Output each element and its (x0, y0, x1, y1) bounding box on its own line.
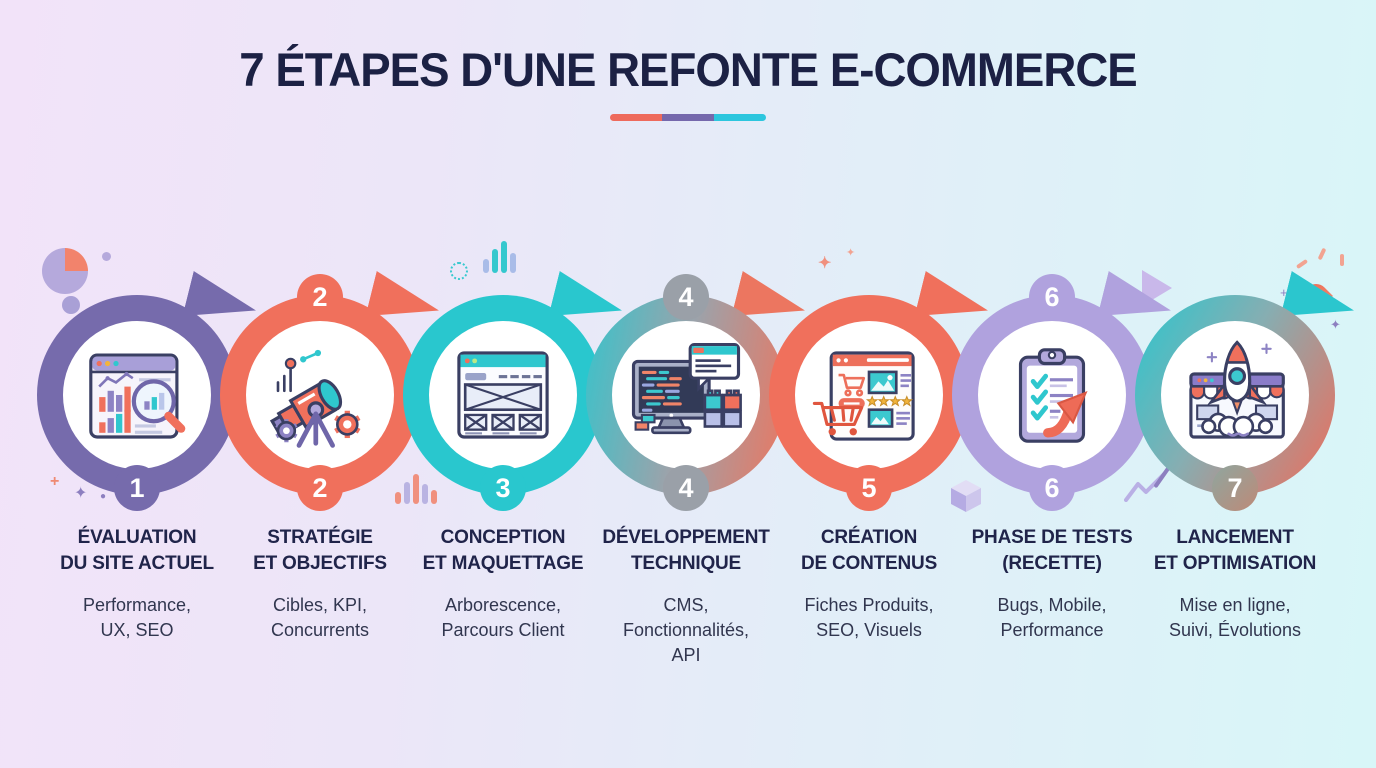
comet-dash-decoration (1340, 254, 1344, 266)
comet-dash-decoration (1317, 247, 1327, 261)
step-icon-area (429, 321, 577, 469)
title-underline (610, 114, 766, 121)
cube-decoration (951, 480, 981, 512)
step-3-subtitle: Arborescence,Parcours Client (441, 595, 565, 640)
page-title: 7 ÉTAPES D'UNE REFONTE E-COMMERCE (239, 43, 1137, 96)
step-3-circle: 3 (403, 295, 603, 511)
comet-dash-decoration (1295, 258, 1309, 270)
step-icon-area (795, 321, 943, 469)
mini-bar-chart-decoration (395, 474, 437, 504)
step-1-subtitle: Performance,UX, SEO (82, 595, 192, 640)
step-6-circle: 6 6 (952, 295, 1152, 511)
step-number-badge: 6 (1029, 274, 1075, 320)
sparkle-decoration: ✦ (1330, 317, 1341, 332)
step-number-badge: 4 (663, 465, 709, 511)
step-icon-area (246, 321, 394, 469)
step-number-badge: 4 (663, 274, 709, 320)
telescope-strategy-icon (269, 349, 361, 448)
step-number-badge: 2 (297, 274, 343, 320)
mini-bar-chart-decoration (483, 241, 516, 273)
step-4-subtitle: CMS,Fonctionnalités,API (622, 595, 750, 665)
sparkle-decoration: ● (100, 491, 107, 502)
step-number-badge: 7 (1212, 465, 1258, 511)
step-2-circle: 2 2 (220, 295, 420, 511)
dot-decoration (62, 296, 80, 314)
step-5-circle: 5 (769, 295, 969, 511)
dot-decoration (102, 252, 111, 261)
rocket-launch-icon (1189, 340, 1285, 439)
step-icon-area (978, 321, 1126, 469)
step-6-title: PHASE DE TESTS(RECETTE) (971, 527, 1133, 574)
step-4-circle: 4 4 (586, 295, 786, 511)
step-number-badge: 6 (1029, 465, 1075, 511)
pie-chart-decoration (42, 248, 88, 294)
step-icon-area (612, 321, 760, 469)
step-number-badge: 1 (114, 465, 160, 511)
step-icon-area (63, 321, 211, 469)
sparkle-decoration: + (1280, 285, 1288, 300)
sparkle-decoration: ✦ (846, 247, 856, 259)
sparkle-decoration: ✦ (818, 255, 832, 272)
step-number-badge: 2 (297, 465, 343, 511)
test-checklist-icon (1018, 348, 1088, 443)
step-icon-area (1161, 321, 1309, 469)
step-2-subtitle: Cibles, KPI,Concurrents (270, 595, 370, 640)
step-number-badge: 3 (480, 465, 526, 511)
step-5-subtitle: Fiches Produits,SEO, Visuels (804, 595, 934, 640)
sparkle-decoration: ✦ (74, 485, 88, 502)
step-7-subtitle: Mise en ligne,Suivi, Évolutions (1168, 595, 1302, 640)
product-content-icon (812, 351, 915, 441)
step-6-subtitle: Bugs, Mobile,Performance (997, 595, 1107, 640)
site-audit-icon (89, 353, 186, 439)
step-1-circle: 1 (37, 295, 237, 511)
step-number-badge: 5 (846, 465, 892, 511)
sparkle-decoration: + (50, 473, 60, 490)
wireframe-icon (457, 351, 549, 439)
code-development-icon (631, 343, 742, 435)
dotted-circle-decoration (450, 262, 468, 280)
step-7-circle: 7 (1135, 295, 1335, 511)
